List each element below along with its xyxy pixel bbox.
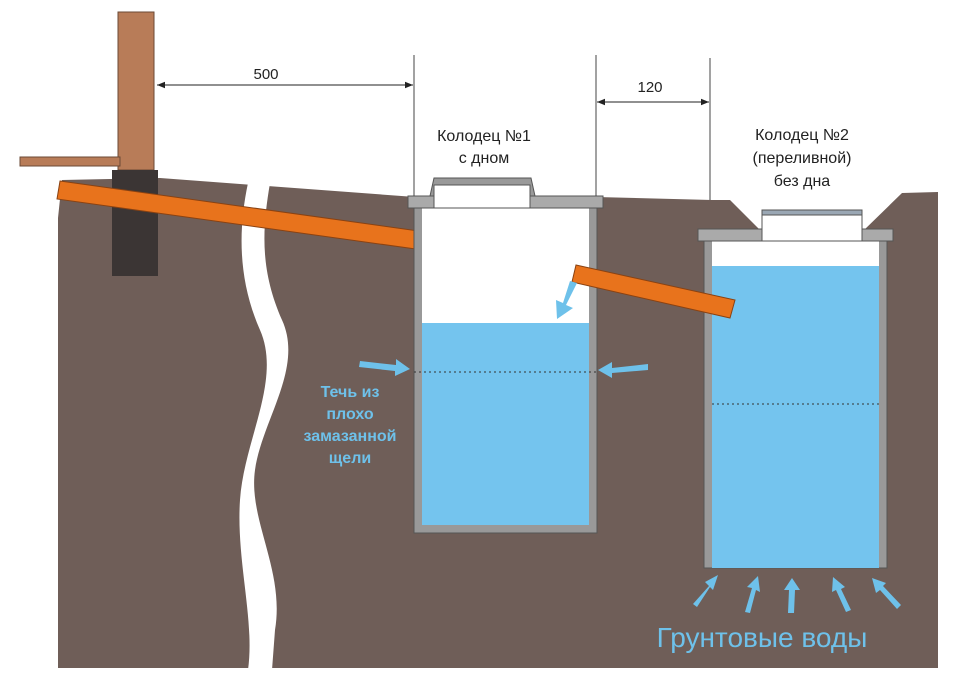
well2-title-line1: Колодец №2 [755,127,849,144]
well-1 [407,177,604,534]
well1-title-line1: Колодец №1 [437,128,531,145]
dim-500-label: 500 [253,66,278,83]
flow-arrows [359,281,901,613]
leak-label-line3: замазанной [304,428,397,445]
overflow-pipe [571,264,736,319]
pipe-flow-arrow [556,281,577,319]
dim-120-label: 120 [637,79,662,96]
well2-lid-top [761,209,863,216]
groundwater-arrow-3 [784,578,800,613]
well2-title-line2: (переливной) [753,150,852,167]
well2-lid [761,213,863,242]
leak-arrow-left [359,359,410,376]
leak-label-line2: плохо [326,406,373,423]
groundwater-arrow-2 [745,576,760,613]
section-break [239,183,289,670]
well2-title-line3: без дна [774,173,830,190]
well2-water [712,266,879,568]
post-foundation [112,170,158,276]
groundwater-arrow-5 [872,578,901,609]
groundwater-label: Грунтовые воды [657,622,868,653]
leak-label-line1: Течь из [321,384,380,401]
well1-lid [433,184,531,209]
groundwater-arrow-1 [693,575,718,607]
leak-arrow-right [598,362,648,378]
well-2 [697,209,894,569]
well1-title-line2: с дном [459,150,510,167]
house-beam [19,156,121,167]
leak-label-line4: щели [329,450,371,467]
house-post [117,11,155,171]
groundwater-arrow-4 [832,577,851,612]
well1-water [422,323,589,525]
